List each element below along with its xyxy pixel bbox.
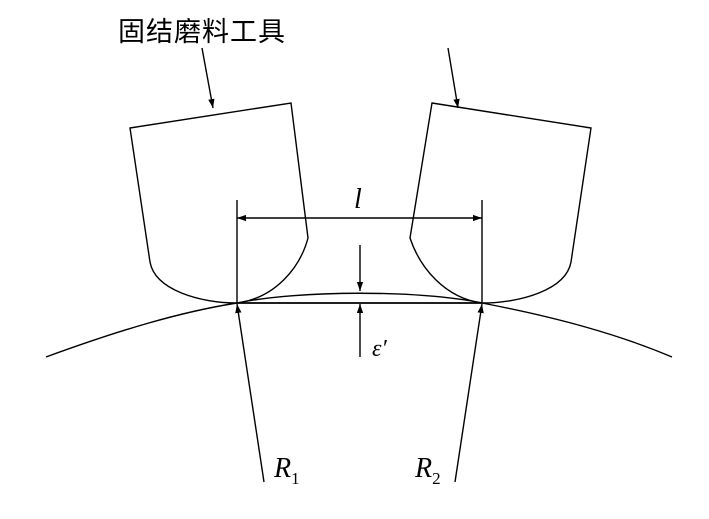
left-tool-pointer-arrow bbox=[201, 47, 215, 109]
tool-title-label: 固结磨料工具 bbox=[118, 17, 286, 48]
r2-label-sub: 2 bbox=[432, 469, 441, 488]
r1-label-main: R bbox=[273, 453, 291, 484]
r1-label-sub: 1 bbox=[291, 469, 300, 488]
right-tool-outline bbox=[409, 102, 592, 304]
r2-label: R2 bbox=[414, 453, 441, 488]
left-tool-outline bbox=[129, 102, 309, 304]
contact-arc bbox=[236, 292, 483, 304]
right-tool-pointer-arrow bbox=[447, 47, 460, 109]
gap-label: ε′ bbox=[372, 336, 387, 362]
r2-force-arrow bbox=[454, 303, 484, 483]
length-label: l bbox=[354, 184, 362, 215]
r2-label-main: R bbox=[414, 453, 432, 484]
workpiece-arc bbox=[45, 302, 673, 358]
r1-force-arrow bbox=[235, 303, 265, 483]
r1-label: R1 bbox=[273, 453, 300, 488]
